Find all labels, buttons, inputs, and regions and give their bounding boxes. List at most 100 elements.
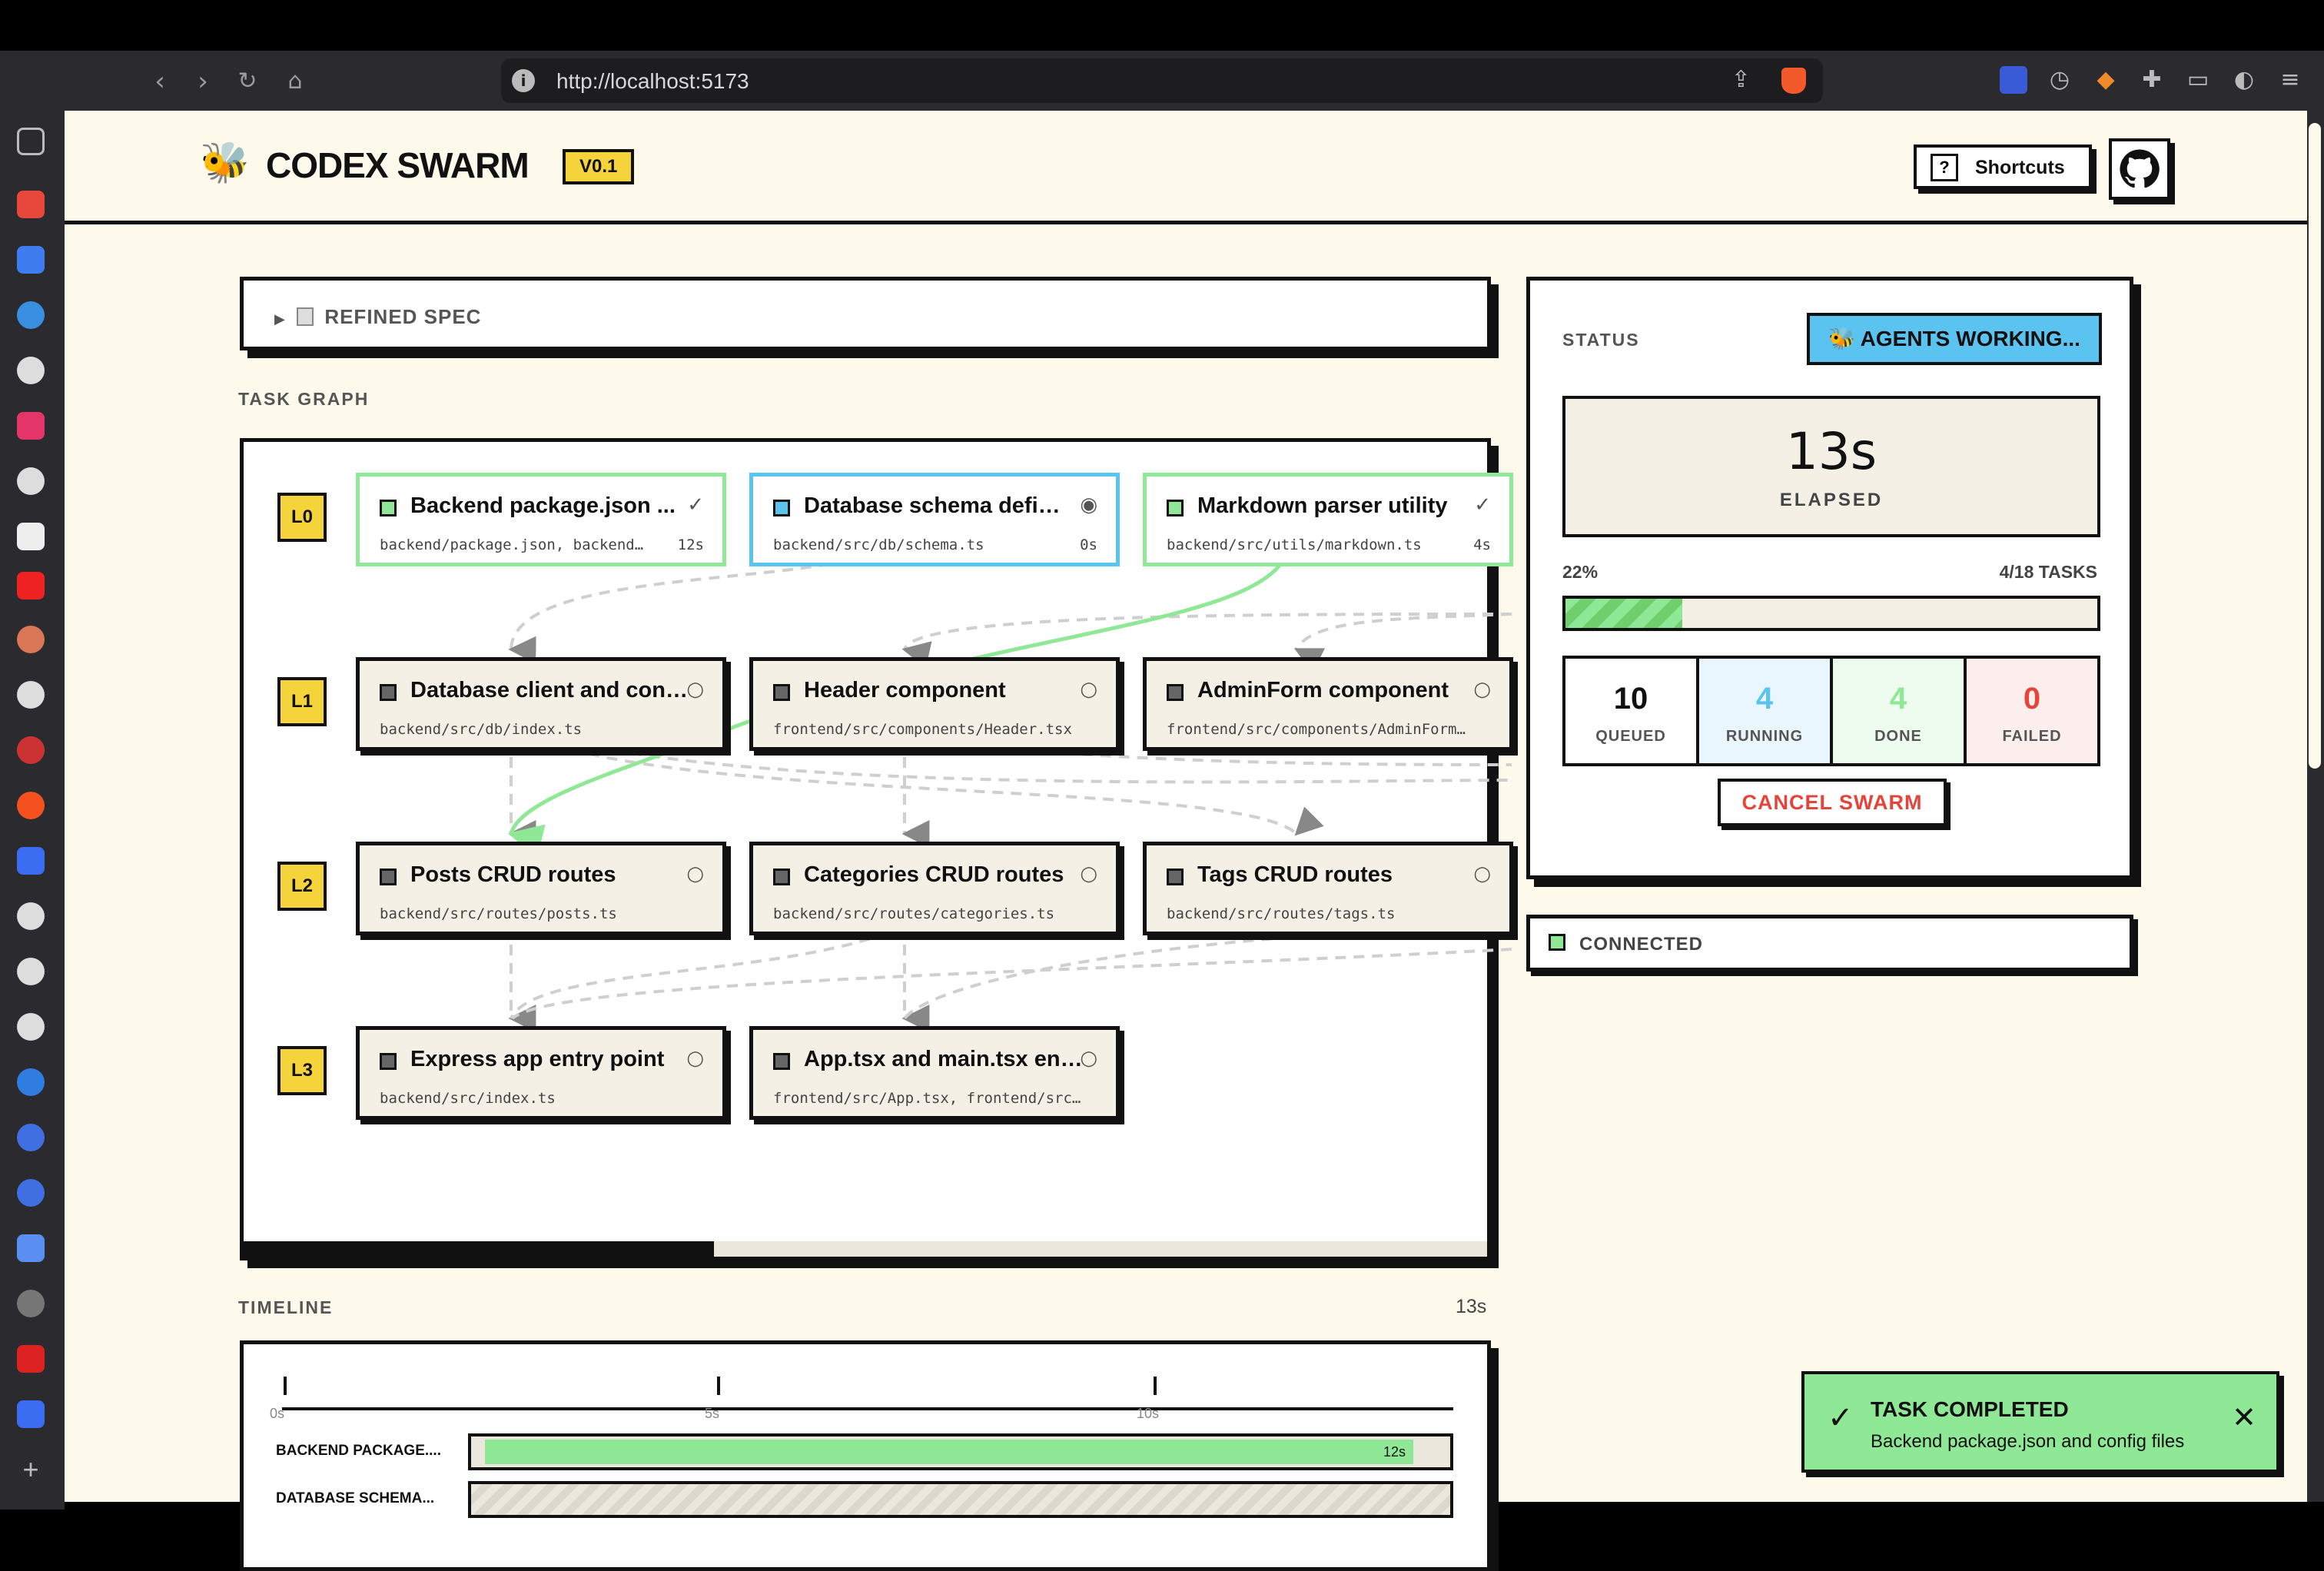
page-scroll-thumb[interactable]: [2309, 123, 2321, 769]
task-node[interactable]: Header component ○ frontend/src/componen…: [749, 657, 1120, 751]
calendar-icon[interactable]: [17, 246, 45, 274]
chatgpt-icon[interactable]: [17, 467, 45, 495]
refined-spec-toggle[interactable]: ▶ REFINED SPEC: [274, 305, 481, 329]
github-icon[interactable]: [17, 681, 45, 709]
timeline-axis: [282, 1407, 1453, 1410]
brave-shields-icon[interactable]: [1781, 68, 1806, 94]
status-label: STATUS: [1562, 330, 1640, 350]
refined-spec-panel[interactable]: ▶ REFINED SPEC: [240, 277, 1491, 350]
progress-fill: [1565, 599, 1683, 628]
task-status-square: [380, 500, 397, 516]
task-node[interactable]: Backend package.json ... ✓ backend/packa…: [356, 473, 726, 566]
chatgpt-icon[interactable]: [17, 1124, 45, 1151]
check-icon: ✓: [1828, 1400, 1854, 1436]
task-node[interactable]: Markdown parser utility ✓ backend/src/ut…: [1143, 473, 1513, 566]
home-icon[interactable]: ⌂: [287, 68, 303, 95]
address-bar[interactable]: i http://localhost:5173 ⇪: [501, 58, 1823, 103]
tick-mark: [284, 1377, 287, 1395]
task-title: AdminForm component: [1197, 678, 1449, 702]
share-icon[interactable]: ⇪: [1731, 66, 1751, 93]
google-icon[interactable]: [17, 1013, 45, 1041]
add-icon[interactable]: +: [22, 1453, 39, 1485]
toast-body: Backend package.json and config files: [1871, 1431, 2185, 1452]
telegram-icon[interactable]: [17, 301, 45, 329]
task-node[interactable]: Categories CRUD routes ○ backend/src/rou…: [749, 842, 1120, 935]
tick-mark: [1154, 1377, 1157, 1395]
task-path: backend/src/index.ts: [380, 1090, 556, 1107]
task-path: frontend/src/App.tsx, frontend/src…: [773, 1090, 1081, 1107]
task-node[interactable]: AdminForm component ○ frontend/src/compo…: [1143, 657, 1513, 751]
task-status-square: [1167, 869, 1184, 885]
gemini-icon[interactable]: [17, 1234, 45, 1262]
url-text[interactable]: http://localhost:5173: [556, 69, 749, 93]
wallet-icon[interactable]: ▭: [2186, 66, 2209, 93]
tick-label: 10s: [1137, 1406, 1160, 1421]
task-status-square: [773, 869, 790, 885]
task-node[interactable]: Tags CRUD routes ○ backend/src/routes/ta…: [1143, 842, 1513, 935]
claude-icon[interactable]: [17, 626, 45, 653]
github-button[interactable]: [2109, 138, 2170, 200]
queued-stat: 10 QUEUED: [1565, 659, 1699, 763]
chatgpt-icon[interactable]: [17, 1179, 45, 1207]
level-badge: L1: [277, 677, 327, 726]
task-node[interactable]: Database schema defi… ◉ backend/src/db/s…: [749, 473, 1120, 566]
vpn-icon[interactable]: ◐: [2233, 66, 2255, 93]
forward-icon[interactable]: ›: [198, 66, 208, 97]
sidebar-toggle-icon[interactable]: [17, 128, 45, 155]
task-title: Database schema defi…: [804, 493, 1061, 518]
horizontal-scrollbar[interactable]: [244, 1241, 1487, 1257]
notion-icon[interactable]: [17, 523, 45, 550]
slack-icon[interactable]: [17, 412, 45, 440]
menu-icon[interactable]: ≡: [2280, 66, 2300, 93]
history-icon[interactable]: ◷: [2049, 66, 2070, 93]
app-icon[interactable]: [17, 1068, 45, 1096]
reddit-icon[interactable]: [17, 792, 45, 819]
task-path: backend/src/db/index.ts: [380, 721, 583, 738]
shortcuts-button[interactable]: ? Shortcuts: [1914, 144, 2092, 189]
close-icon[interactable]: ✕: [2232, 1400, 2256, 1434]
github-icon[interactable]: [17, 357, 45, 384]
youtube-icon[interactable]: [17, 572, 45, 600]
pending-icon: ○: [1080, 1047, 1097, 1070]
horizontal-scroll-thumb[interactable]: [244, 1241, 714, 1257]
cancel-swarm-button[interactable]: CANCEL SWARM: [1718, 779, 1947, 826]
running-indicator-icon: ◉: [1080, 493, 1097, 516]
level-badge: L3: [277, 1046, 327, 1095]
metamask-icon[interactable]: ◆: [2097, 66, 2115, 93]
back-icon[interactable]: ‹: [154, 66, 165, 97]
connection-status: CONNECTED: [1526, 915, 2133, 971]
task-path: backend/src/routes/posts.ts: [380, 905, 617, 922]
timeline-row-bar[interactable]: 12s: [485, 1440, 1413, 1464]
queued-label: QUEUED: [1595, 728, 1666, 745]
failed-count: 0: [2023, 682, 2041, 716]
timeline-row-track: 12s: [468, 1433, 1453, 1470]
speed-icon[interactable]: [17, 736, 45, 764]
spec-doc-icon: [297, 307, 314, 326]
done-label: DONE: [1874, 728, 1922, 745]
task-node[interactable]: Express app entry point ○ backend/src/in…: [356, 1026, 726, 1120]
extensions-icon[interactable]: ✚: [2142, 66, 2162, 93]
task-node[interactable]: Database client and con… ○ backend/src/d…: [356, 657, 726, 751]
google-icon[interactable]: [17, 958, 45, 985]
reload-icon[interactable]: ↻: [237, 68, 257, 95]
timeline-panel: 0s 5s 10s BACKEND PACKAGE.... 12s DATABA…: [240, 1340, 1491, 1571]
task-node[interactable]: Posts CRUD routes ○ backend/src/routes/p…: [356, 842, 726, 935]
task-count: 4/18 TASKS: [1999, 562, 2097, 582]
running-label: RUNNING: [1725, 728, 1804, 745]
docs-icon[interactable]: [17, 1400, 45, 1428]
globe-icon[interactable]: [17, 1290, 45, 1317]
task-graph-label: TASK GRAPH: [238, 389, 370, 409]
pending-icon: ○: [686, 678, 704, 701]
app-icon[interactable]: [17, 847, 45, 875]
gmail-icon[interactable]: [17, 191, 45, 218]
extension-badge-icon[interactable]: [2000, 66, 2027, 94]
done-stat: 4 DONE: [1833, 659, 1967, 763]
task-node[interactable]: App.tsx and main.tsx en… ○ frontend/src/…: [749, 1026, 1120, 1120]
task-title: Tags CRUD routes: [1197, 862, 1393, 887]
site-info-icon[interactable]: i: [512, 69, 535, 92]
progress-bar: [1562, 596, 2100, 631]
timeline-label: TIMELINE: [238, 1297, 334, 1317]
github-icon[interactable]: [17, 902, 45, 930]
pending-icon: ○: [686, 862, 704, 885]
app-icon[interactable]: [17, 1345, 45, 1373]
